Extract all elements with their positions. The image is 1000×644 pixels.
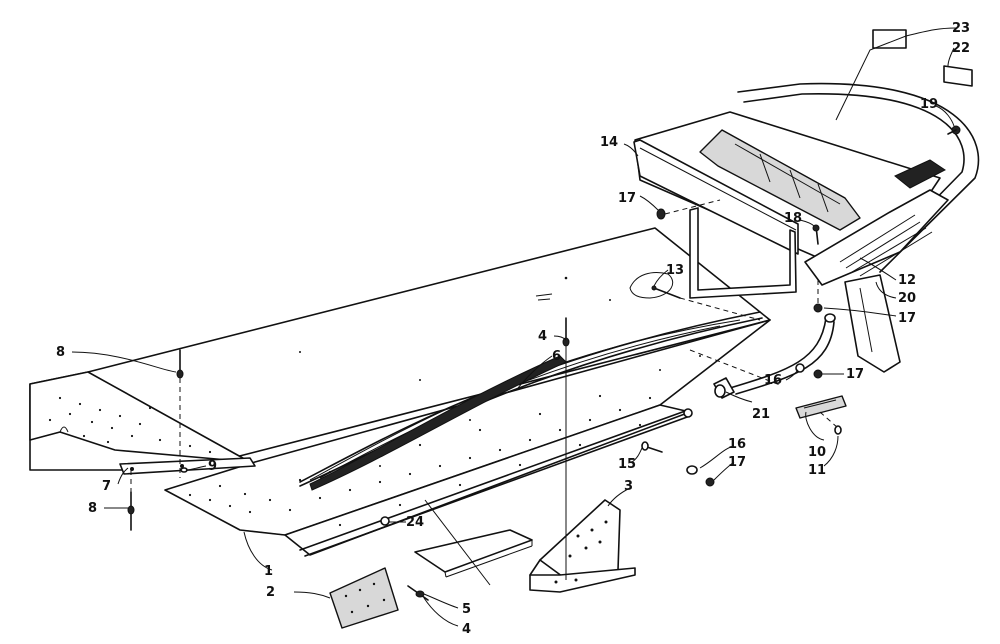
callout-21: 21 (752, 407, 770, 422)
callout-18: 18 (784, 211, 802, 226)
callout-10: 10 (808, 445, 826, 460)
pad-part-5 (414, 499, 533, 586)
callout-17c: 17 (846, 367, 864, 382)
callout-1: 1 (264, 564, 273, 579)
callout-16b: 16 (728, 437, 746, 452)
callout-23: 23 (952, 21, 970, 36)
floor-panel (29, 227, 771, 557)
callout-4a: 4 (538, 329, 547, 344)
callout-22: 22 (952, 41, 970, 56)
callout-16a: 16 (764, 373, 782, 388)
rear-rack-assembly (633, 82, 980, 399)
callout-4b: 4 (462, 622, 471, 637)
callout-6: 6 (552, 349, 561, 364)
callout-20: 20 (898, 291, 916, 306)
callout-2: 2 (266, 585, 275, 600)
callout-17d: 17 (728, 455, 746, 470)
splash-part-13 (629, 272, 681, 299)
reflector-part-10 (795, 395, 847, 419)
callout-labels: 1 2 3 4 4 5 6 7 8 8 9 10 11 12 13 14 15 … (56, 21, 970, 637)
plate-part-2 (329, 567, 399, 629)
callout-15: 15 (618, 457, 636, 472)
callout-5: 5 (462, 602, 471, 617)
callout-17a: 17 (618, 191, 636, 206)
callout-7: 7 (102, 479, 111, 494)
perforations-left (48, 396, 212, 454)
fasteners (127, 125, 961, 601)
callout-8a: 8 (56, 345, 65, 360)
callout-17b: 17 (898, 311, 916, 326)
callout-9: 9 (208, 459, 217, 474)
bracket-part-3 (529, 499, 636, 593)
callout-24: 24 (406, 515, 424, 530)
leader-lines (71, 27, 957, 627)
decal-parts (872, 29, 973, 87)
callout-11: 11 (808, 463, 826, 478)
callout-19: 19 (920, 97, 938, 112)
perforations-front (188, 394, 652, 527)
callout-13: 13 (666, 263, 684, 278)
cable-harness (299, 311, 763, 491)
callout-12: 12 (898, 273, 916, 288)
callout-8b: 8 (88, 501, 97, 516)
callout-3: 3 (624, 479, 633, 494)
callout-14: 14 (600, 135, 618, 150)
